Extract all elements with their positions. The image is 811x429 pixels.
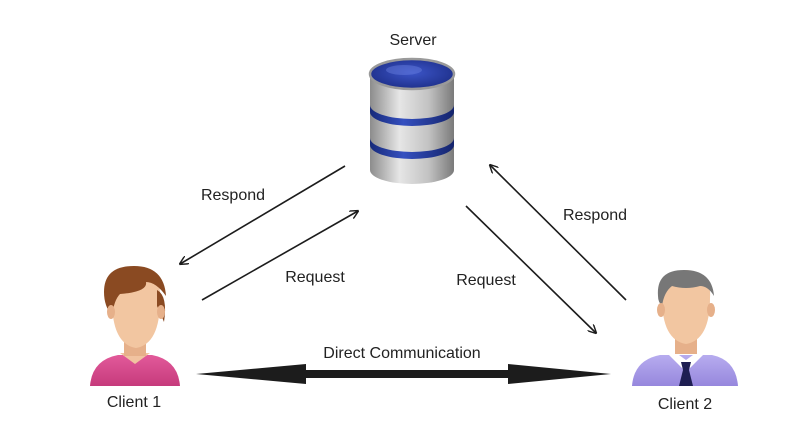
client2-label: Client 2 bbox=[658, 396, 712, 413]
request-label-client1: Request bbox=[285, 269, 345, 286]
server-label: Server bbox=[389, 32, 437, 49]
request-arrow-client1 bbox=[201, 211, 358, 301]
respond-arrow-client1 bbox=[180, 165, 346, 264]
database-icon bbox=[368, 57, 456, 184]
client1-label: Client 1 bbox=[107, 394, 161, 411]
respond-label-client1: Respond bbox=[201, 187, 265, 204]
direct-communication-label: Direct Communication bbox=[323, 345, 480, 362]
respond-label-client2: Respond bbox=[563, 207, 627, 224]
person-man-icon bbox=[632, 270, 738, 386]
request-label-client2: Request bbox=[456, 272, 516, 289]
person-woman-icon bbox=[90, 266, 180, 386]
respond-arrow-client2 bbox=[490, 165, 627, 301]
direct-communication-arrow bbox=[196, 364, 611, 384]
request-arrow-client2 bbox=[465, 205, 596, 333]
